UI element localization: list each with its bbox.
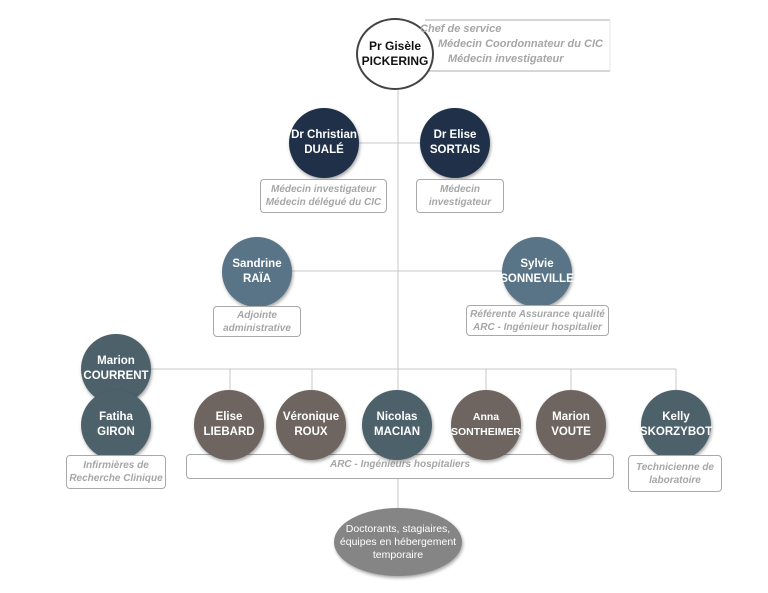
role-box-lab: Technicienne de laboratoire [628, 455, 722, 492]
role-line: Médecin délégué du CIC [265, 197, 382, 208]
person-first-name: Kelly [662, 411, 690, 423]
person-node-skorzybot: Kelly SKORZYBOT [639, 390, 713, 460]
person-first-name: Dr Elise [433, 129, 477, 141]
footer-line: temporaire [372, 548, 424, 561]
person-node-liebard: Elise LIEBARD [194, 390, 264, 460]
person-last-name: ROUX [294, 426, 328, 438]
person-last-name: GIRON [97, 426, 135, 438]
person-node-sonneville: Sylvie SONNEVILLE [500, 237, 574, 307]
role-line: Référente Assurance qualité [470, 308, 605, 320]
person-first-name: Anna [472, 411, 500, 423]
person-last-name: SKORZYBOT [639, 426, 713, 438]
role-line: Adjointe [237, 309, 277, 321]
person-node-macian: Nicolas MACIAN [362, 390, 432, 460]
role-line: investigateur [428, 197, 492, 208]
person-last-name: SORTAIS [429, 144, 481, 156]
root-role-3: Médecin investigateur [448, 53, 564, 65]
role-box-raia: Adjointe administrative [213, 306, 301, 337]
person-node-giron: Fatiha GIRON [81, 390, 151, 460]
person-last-name: RAÏA [242, 273, 272, 285]
role-box-duale: Médecin investigateur Médecin délégué du… [260, 179, 387, 213]
person-node-courrent: Marion COURRENT [81, 334, 151, 404]
person-node-raia: Sandrine RAÏA [222, 237, 292, 307]
root-name-last: PICKERING [361, 54, 429, 68]
person-first-name: Fatiha [99, 411, 133, 423]
root-role-1: Chef de service [420, 23, 502, 35]
person-node-voute: Marion VOUTE [536, 390, 606, 460]
person-first-name: Nicolas [376, 411, 418, 423]
person-last-name: SONNEVILLE [500, 273, 574, 285]
role-line: Médecin investigateur [270, 184, 377, 195]
role-line: administrative [223, 322, 291, 334]
footer-line: équipes en hébergement [339, 535, 457, 548]
person-first-name: Elise [215, 411, 243, 423]
person-last-name: MACIAN [374, 426, 420, 438]
role-line: Médecin [439, 184, 480, 195]
role-line: ARC - Ingénieur hospitalier [473, 321, 602, 333]
person-first-name: Marion [97, 355, 135, 367]
role-line: Recherche Clinique [69, 473, 163, 484]
temporary-staff-ellipse: Doctorants, stagiaires, équipes en héber… [334, 508, 462, 576]
person-last-name: DUALÉ [304, 144, 344, 156]
root-role-2: Médecin Coordonnateur du CIC [438, 38, 603, 50]
role-box-sonneville: Référente Assurance qualité ARC - Ingéni… [466, 305, 609, 336]
person-last-name: SONTHEIMER [451, 426, 522, 438]
role-line: Technicienne de [636, 461, 714, 473]
role-box-sortais: Médecin investigateur [416, 179, 504, 213]
person-node-sortais: Dr Elise SORTAIS [420, 108, 490, 178]
person-first-name: Dr Christian [291, 129, 357, 141]
person-first-name: Sandrine [232, 258, 282, 270]
root-name-first: Pr Gisèle [368, 39, 422, 53]
role-line: ARC - Ingénieurs hospitaliers [329, 459, 471, 470]
footer-line: Doctorants, stagiaires, [345, 522, 451, 535]
person-node-sontheimer: Anna SONTHEIMER [451, 390, 521, 460]
person-first-name: Véronique [282, 411, 340, 423]
person-last-name: COURRENT [83, 370, 149, 382]
role-line: Infirmières de [83, 460, 149, 471]
person-last-name: LIEBARD [203, 426, 255, 438]
person-last-name: VOUTE [551, 426, 591, 438]
person-node-roux: Véronique ROUX [276, 390, 346, 460]
root-node: Pr Gisèle PICKERING [356, 18, 434, 90]
person-first-name: Sylvie [520, 258, 554, 270]
root-roles: Chef de service Médecin Coordonnateur du… [420, 22, 603, 67]
role-line: laboratoire [649, 474, 701, 486]
person-node-duale: Dr Christian DUALÉ [289, 108, 359, 178]
role-box-nurses: Infirmières de Recherche Clinique [66, 455, 166, 489]
person-first-name: Marion [552, 411, 590, 423]
